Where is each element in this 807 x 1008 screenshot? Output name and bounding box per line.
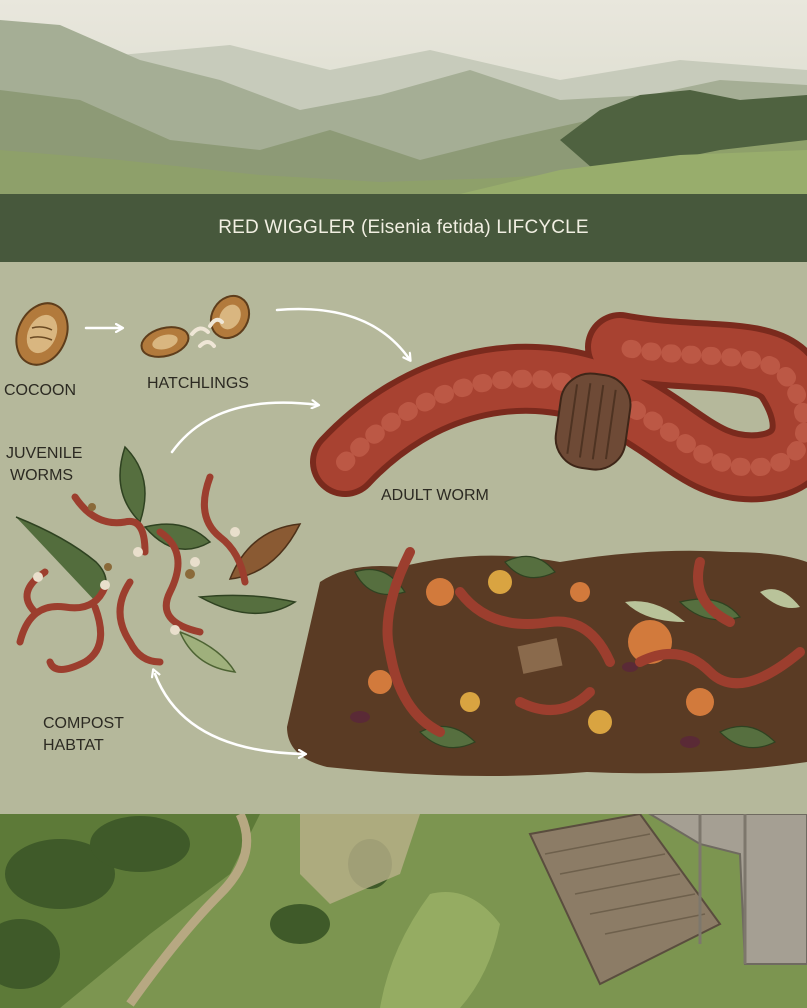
adult-worm-illustration [345, 347, 805, 473]
juvenile-compost-cycle-arrow [155, 674, 305, 754]
cocoon-illustration [7, 295, 78, 373]
hatchlings-to-adult-arrow [277, 309, 410, 360]
mountain-landscape-image [0, 0, 807, 194]
label-compost-line2: HABTAT [43, 735, 104, 757]
label-cocoon: COCOON [4, 380, 76, 402]
diagram-title: RED WIGGLER (Eisenia fetida) LIFCYCLE [218, 217, 589, 239]
juvenile-to-adult-arrow [172, 403, 318, 452]
label-hatchlings: HATCHLINGS [147, 373, 249, 395]
label-juvenile-line2: WORMS [10, 465, 73, 487]
hatchlings-illustration [138, 289, 256, 362]
countryside-landscape-image [0, 814, 807, 1008]
label-compost-line1: COMPOST [43, 713, 124, 735]
title-banner: RED WIGGLER (Eisenia fetida) LIFCYCLE [0, 194, 807, 262]
label-adult-worm: ADULT WORM [381, 485, 489, 507]
compost-habitat-illustration [287, 551, 807, 776]
label-juvenile-line1: JUVENILE [6, 443, 82, 465]
